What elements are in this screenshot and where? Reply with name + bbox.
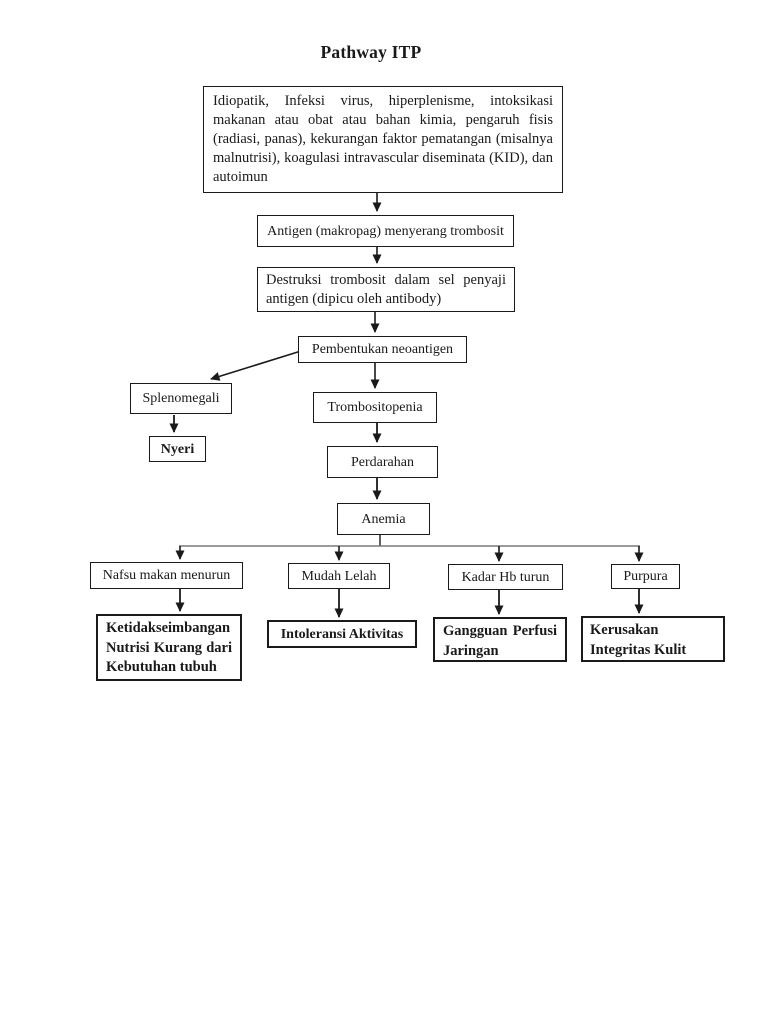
node-nyeri: Nyeri xyxy=(149,436,206,462)
node-purpura: Purpura xyxy=(611,564,680,589)
node-trombositopenia: Trombositopenia xyxy=(313,392,437,423)
node-nafsu-makan: Nafsu makan menurun xyxy=(90,562,243,589)
node-kadar-hb: Kadar Hb turun xyxy=(448,564,563,590)
node-gangguan-perfusi: Gangguan Perfusi Jaringan xyxy=(433,617,567,662)
node-ketidakseimbangan: Ketidakseimbangan Nutrisi Kurang dari Ke… xyxy=(96,614,242,681)
node-kerusakan-integritas: Kerusakan Integritas Kulit xyxy=(581,616,725,662)
node-intoleransi: Intoleransi Aktivitas xyxy=(267,620,417,648)
node-perdarahan: Perdarahan xyxy=(327,446,438,478)
node-etiology: Idiopatik, Infeksi virus, hiperplenisme,… xyxy=(203,86,563,193)
node-anemia: Anemia xyxy=(337,503,430,535)
node-mudah-lelah: Mudah Lelah xyxy=(288,563,390,589)
arrow-neoantigen-splenomegali xyxy=(210,350,302,381)
node-antigen: Antigen (makropag) menyerang trombosit xyxy=(257,215,514,247)
node-destruksi: Destruksi trombosit dalam sel penyaji an… xyxy=(257,267,515,312)
node-splenomegali: Splenomegali xyxy=(130,383,232,414)
page-title: Pathway ITP xyxy=(320,42,422,62)
node-neoantigen: Pembentukan neoantigen xyxy=(298,336,467,363)
